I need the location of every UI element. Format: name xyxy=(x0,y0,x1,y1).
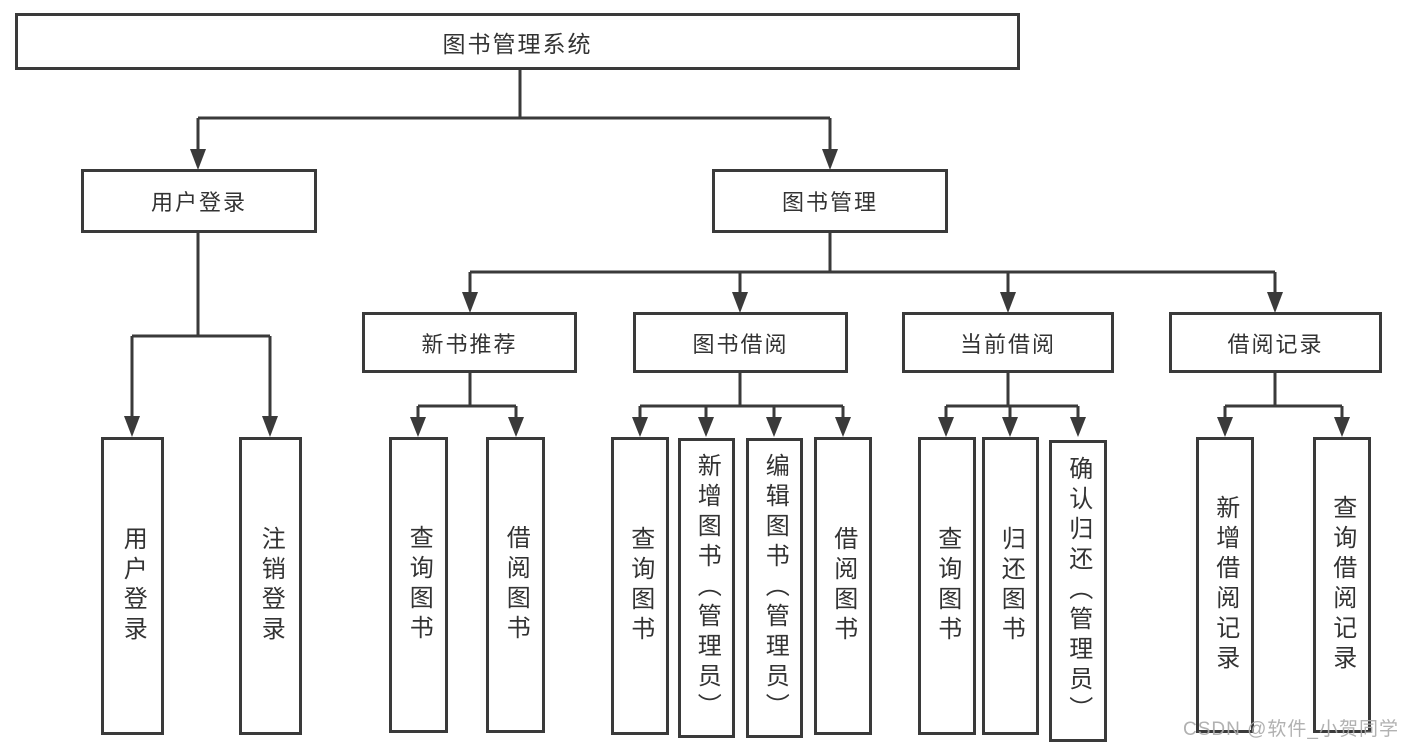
leaf-cb-query-books: 查询图书 xyxy=(918,437,976,735)
leaf-bb-add-books-admin: 新增图书（管理员） xyxy=(678,438,735,738)
node-book-management: 图书管理 xyxy=(712,169,948,233)
leaf-nbr-borrow-books: 借阅图书 xyxy=(486,437,545,733)
node-book-borrow: 图书借阅 xyxy=(633,312,848,373)
leaf-br-add-record: 新增借阅记录 xyxy=(1196,437,1254,733)
leaf-br-query-record: 查询借阅记录 xyxy=(1313,437,1371,733)
node-current-borrow: 当前借阅 xyxy=(902,312,1114,373)
leaf-bb-edit-books-admin: 编辑图书（管理员） xyxy=(746,438,803,738)
leaf-cb-return-books: 归还图书 xyxy=(982,437,1039,735)
node-new-book-recommend: 新书推荐 xyxy=(362,312,577,373)
node-user-login: 用户登录 xyxy=(81,169,317,233)
leaf-bb-borrow-books: 借阅图书 xyxy=(814,437,872,735)
watermark: CSDN @软件_小贺同学 xyxy=(1183,719,1399,740)
leaf-bb-query-books: 查询图书 xyxy=(611,437,669,735)
leaf-nbr-query-books: 查询图书 xyxy=(389,437,448,733)
leaf-user-login: 用户登录 xyxy=(101,437,164,735)
node-root: 图书管理系统 xyxy=(15,13,1020,70)
leaf-logout: 注销登录 xyxy=(239,437,302,735)
leaf-cb-confirm-return-admin: 确认归还（管理员） xyxy=(1049,440,1107,742)
node-borrow-records: 借阅记录 xyxy=(1169,312,1382,373)
